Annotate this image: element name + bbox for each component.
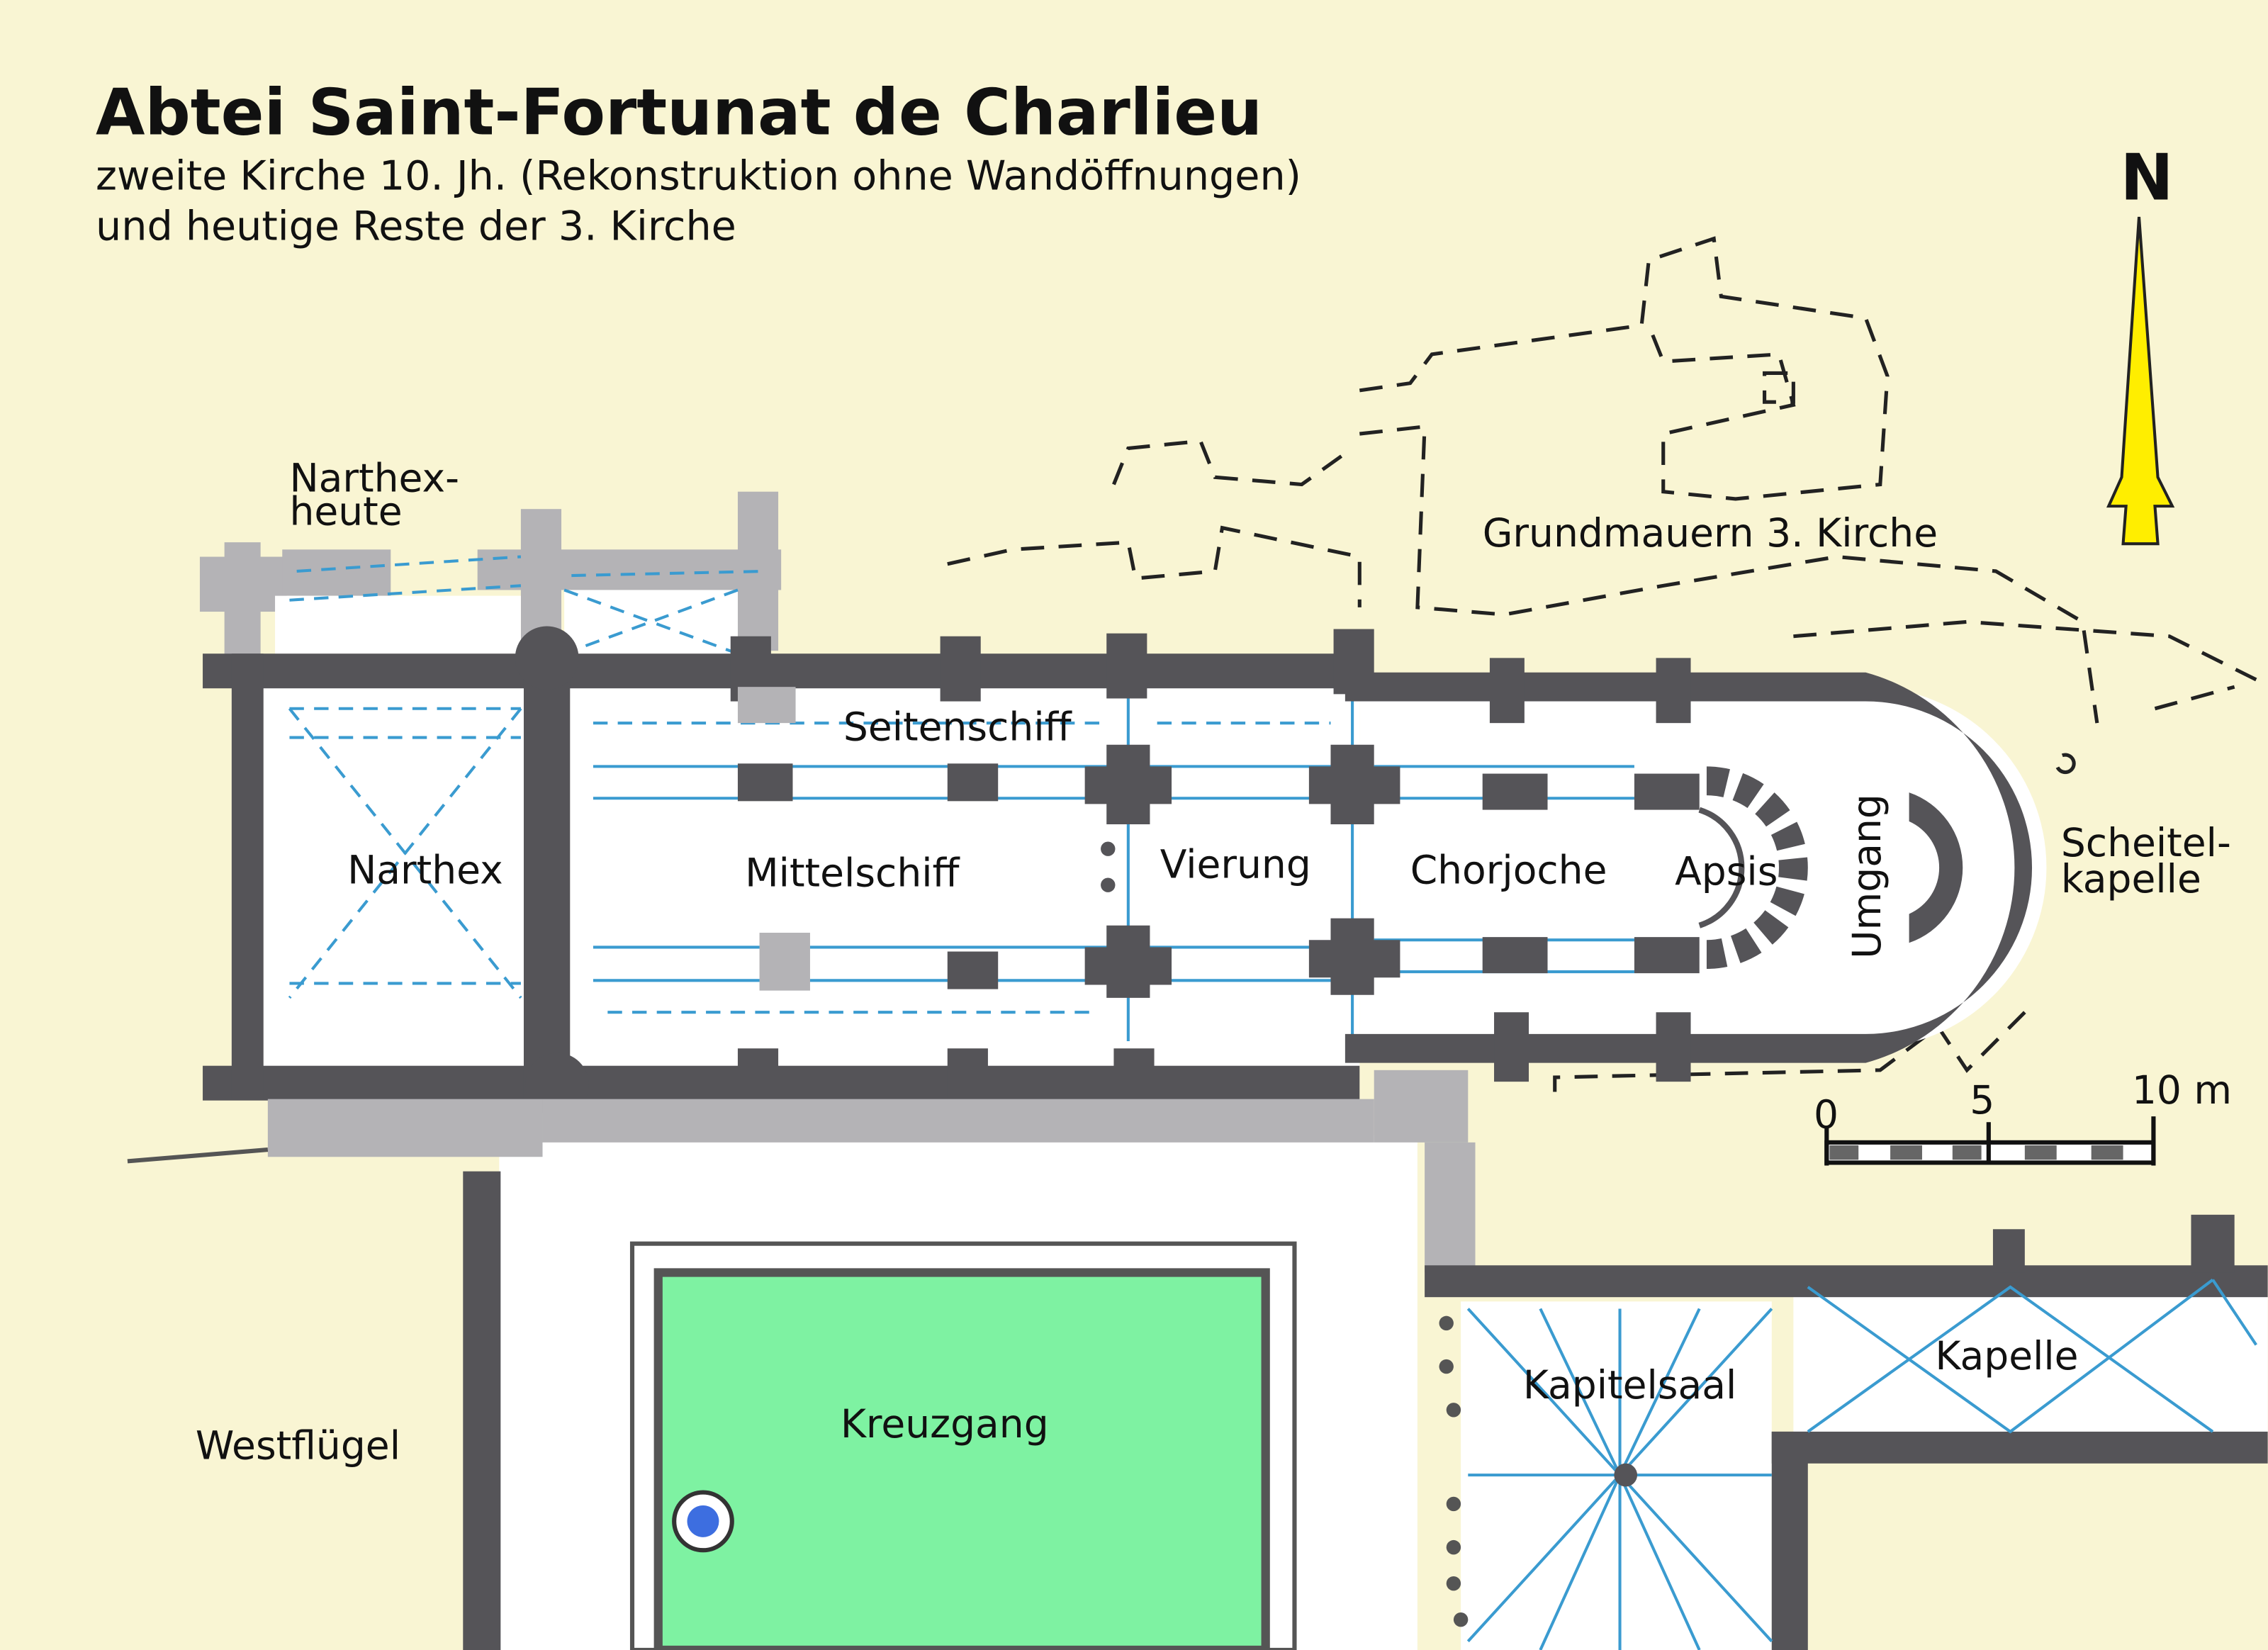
cloister-garth	[658, 1272, 1266, 1650]
label-apsis: Apsis	[1675, 849, 1778, 894]
narthex-heute-remains	[199, 491, 782, 658]
label-westfluegel: Westflügel	[196, 1423, 400, 1469]
label-vierung: Vierung	[1160, 841, 1311, 887]
label-scheitelkapelle-1: Scheitel-	[2061, 820, 2231, 865]
label-mittelschiff: Mittelschiff	[745, 851, 960, 896]
label-kapitelsaal: Kapitelsaal	[1523, 1362, 1736, 1408]
plan-subtitle-2: und heutige Reste der 3. Kirche	[96, 203, 736, 250]
label-grundmauern: Grundmauern 3. Kirche	[1483, 510, 1938, 556]
label-scheitelkapelle-2: kapelle	[2061, 856, 2201, 902]
label-seitenschiff: Seitenschiff	[843, 705, 1072, 750]
foundations-3rd-church	[947, 236, 2257, 1092]
north-arrow-icon	[2106, 216, 2175, 546]
north-label: N	[2120, 142, 2173, 215]
scale-bar	[1824, 1116, 2156, 1166]
scale-tick-0: 0	[1814, 1091, 1838, 1137]
label-narthex-heute-2: heute	[289, 489, 402, 534]
east-wing	[1425, 1214, 2268, 1650]
scale-tick-10: 10 m	[2132, 1067, 2232, 1113]
plan-subtitle-1: zweite Kirche 10. Jh. (Rekonstruktion oh…	[96, 152, 1301, 199]
label-kreuzgang: Kreuzgang	[841, 1401, 1049, 1447]
scale-tick-5: 5	[1970, 1077, 1994, 1123]
plan-title: Abtei Saint-Fortunat de Charlieu	[96, 77, 1262, 150]
label-kapelle: Kapelle	[1935, 1333, 2078, 1379]
cloister	[127, 1070, 1476, 1650]
label-chorjoche: Chorjoche	[1410, 848, 1607, 893]
label-umgang: Umgang	[1844, 794, 1890, 959]
label-narthex: Narthex	[347, 848, 503, 893]
well-icon	[687, 1505, 719, 1537]
label-narthex-heute-1: Narthex-	[289, 456, 459, 501]
